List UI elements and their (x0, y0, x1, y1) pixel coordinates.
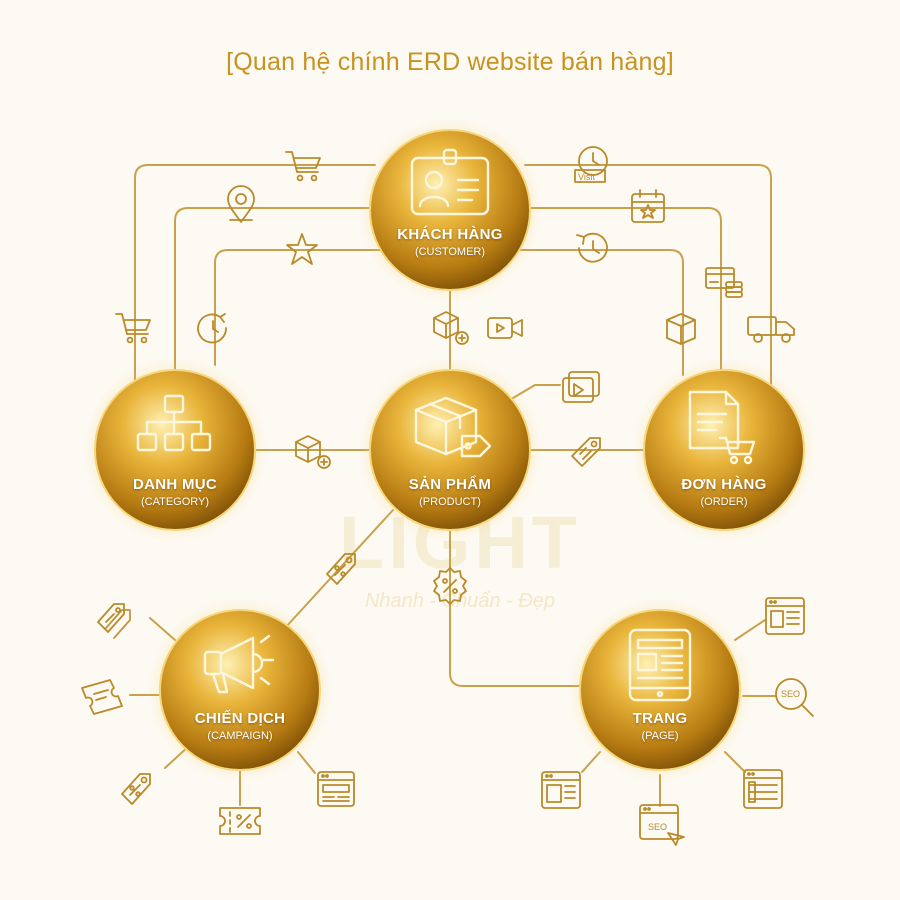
line-product-page (449, 529, 586, 687)
category-name: DANH MỤC (132, 476, 218, 493)
page-name: TRANG (632, 710, 688, 727)
location-pin-icon (227, 185, 255, 223)
delivery-truck-icon (747, 316, 795, 343)
node-product-label: SẢN PHẨM (PRODUCT) (370, 476, 530, 508)
web-layout-icon-campaign (317, 771, 355, 807)
web-layout-icon-page-left (541, 771, 581, 809)
discount-tags-icon (97, 603, 131, 639)
payment-card-coins-icon (705, 267, 743, 298)
node-campaign-label: CHIẾN DỊCH (CAMPAIGN) (160, 710, 320, 742)
video-camera-icon (487, 317, 523, 339)
id-card-icon (410, 148, 490, 216)
product-sub: (PRODUCT) (419, 496, 481, 508)
refresh-clock-icon (197, 313, 227, 344)
percent-tag-icon (121, 773, 151, 805)
product-name: SẢN PHẨM (408, 476, 492, 493)
category-sub: (CATEGORY) (140, 496, 210, 508)
web-layout-icon-page-right (743, 769, 783, 809)
seo-magnifier-icon: SEO (775, 678, 814, 717)
seo-magnifier-text: SEO (781, 689, 800, 699)
node-page (568, 598, 752, 782)
box-icon-right (666, 313, 696, 345)
campaign-sub: (CAMPAIGN) (207, 730, 273, 742)
node-customer-label: KHÁCH HÀNG (CUSTOMER) (370, 226, 530, 258)
line-customer-order-mid (519, 207, 722, 376)
ticket-icon (81, 679, 123, 715)
node-order-label: ĐƠN HÀNG (ORDER) (644, 476, 804, 508)
visit-clock-icon: Visit (574, 146, 608, 183)
line-page-spoke-1 (734, 619, 766, 641)
web-layout-icon-page-top (765, 597, 805, 635)
order-name: ĐƠN HÀNG (681, 476, 767, 493)
calendar-star-icon (631, 189, 665, 223)
cart-icon (285, 151, 321, 182)
node-category-label: DANH MỤC (CATEGORY) (95, 476, 255, 508)
node-product (358, 358, 542, 542)
tablet-page-icon (628, 628, 692, 702)
line-customer-category-outer (134, 164, 376, 401)
discount-badge-icon (433, 567, 467, 605)
megaphone-icon (203, 634, 275, 694)
history-clock-icon (576, 232, 608, 263)
box-add-icon-left (295, 435, 331, 469)
visit-text: Visit (578, 172, 595, 182)
discount-tag-icon (326, 553, 356, 585)
coupon-icon (219, 807, 261, 835)
line-customer-order-outer (524, 164, 772, 386)
page-sub: (PAGE) (641, 730, 679, 742)
line-customer-category-inner (214, 249, 386, 366)
customer-sub: (CUSTOMER) (414, 246, 486, 258)
media-gallery-icon (562, 371, 600, 403)
price-tag-icon (571, 437, 601, 467)
hierarchy-icon (136, 394, 212, 452)
cart-icon-left (115, 313, 151, 344)
customer-name: KHÁCH HÀNG (397, 226, 503, 243)
line-customer-category-mid (174, 207, 381, 381)
campaign-name: CHIẾN DỊCH (194, 710, 286, 727)
order-document-icon (688, 390, 756, 465)
node-category (83, 358, 267, 542)
node-campaign (148, 598, 332, 782)
node-page-label: TRANG (PAGE) (580, 710, 740, 742)
seo-page-icon: SEO (639, 804, 685, 846)
order-sub: (ORDER) (700, 496, 748, 508)
star-icon (286, 233, 318, 265)
connector-lines (129, 164, 776, 807)
line-page-spoke-3 (724, 751, 746, 773)
seo-page-text: SEO (648, 822, 667, 832)
node-customer (358, 118, 542, 302)
diagram-title: [Quan hệ chính ERD website bán hàng] (226, 48, 674, 76)
node-order (632, 358, 816, 542)
product-box-icon (414, 396, 492, 458)
box-add-icon (433, 311, 469, 345)
line-customer-order-inner (514, 249, 684, 376)
